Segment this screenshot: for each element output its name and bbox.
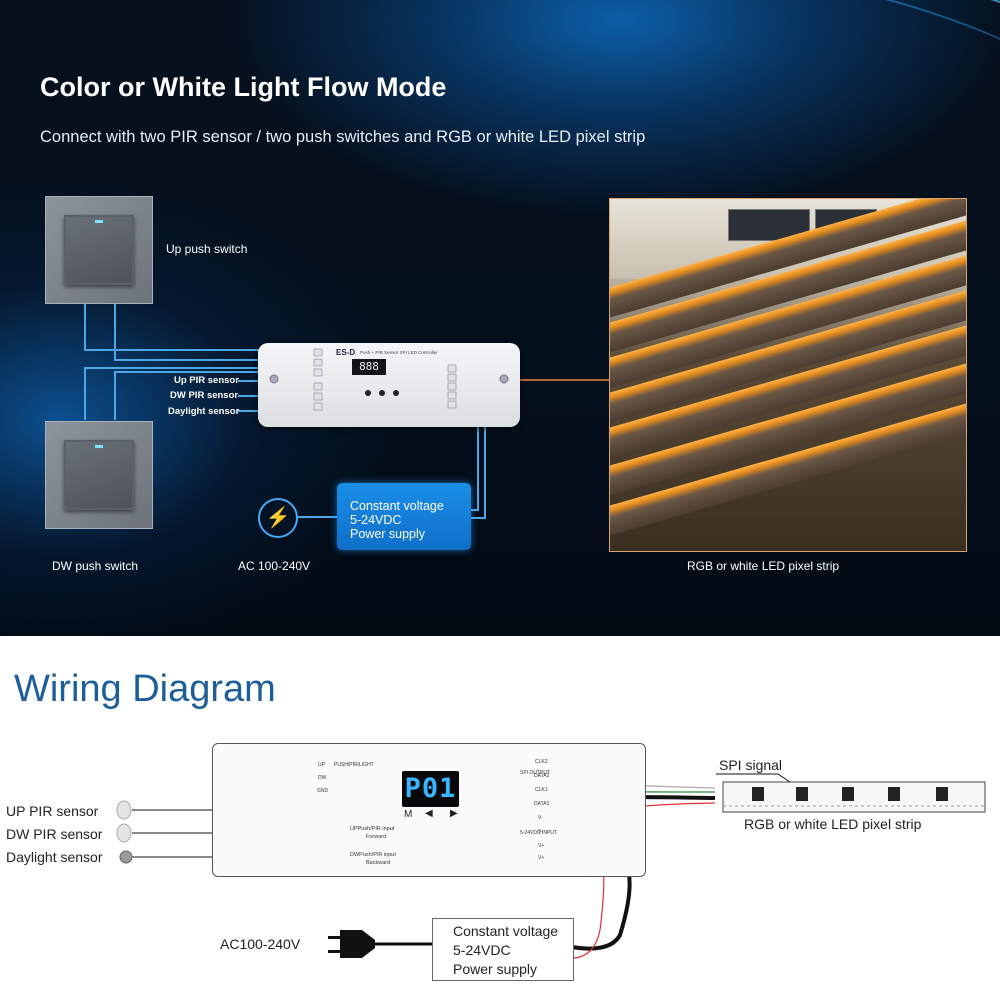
terminal-vneg-1: V- [538,815,543,821]
terminal-clk1: CLK1 [535,787,548,793]
wd-psu-line-2: 5-24VDC [453,942,511,958]
dc-input-label: 5-24VDC INPUT [520,830,557,836]
up-pir-sensor-icon [116,800,132,820]
btn-right-icon: ▶ [450,808,458,819]
button-left-icon [379,390,385,396]
wd-dw-pir-label: DW PIR sensor [6,826,103,842]
controller-details [269,348,509,411]
up-switch-label: Up push switch [166,242,248,256]
wire-up-switch-1 [84,302,262,351]
psu-line-3: Power supply [350,527,426,541]
button-m-icon [365,390,371,396]
psu-line-1: Constant voltage [350,499,444,513]
dw-switch-label: DW push switch [52,559,139,573]
wiring-controller [212,743,646,877]
terminal-vpos-1: V+ [538,843,545,849]
terminal-dw: DW [318,775,327,781]
up-push-pir-input: UPPush/PIR input [350,826,395,832]
banner-section: Color or White Light Flow Mode Connect w… [0,0,1000,636]
up-switch-rocker [64,215,134,285]
dw-push-pir-input: DWPush/PIR input [350,852,396,858]
dw-pir-label: DW PIR sensor [170,390,239,401]
ac-plug-icon [340,930,375,958]
btn-m-label: M [404,809,413,820]
up-push-switch [45,196,153,304]
terminal-vpos-2: V+ [538,855,545,861]
wiring-title: Wiring Diagram [14,668,276,710]
dw-push-switch [45,421,153,529]
wd-psu-box: Constant voltage 5-24VDC Power supply [432,918,574,981]
backward-label: Backward [366,860,391,866]
wd-strip-label: RGB or white LED pixel strip [744,816,922,832]
up-switch-led-icon [95,220,103,223]
wd-up-pir-label: UP PIR sensor [6,803,99,819]
wire-up-switch-2 [114,302,262,361]
terminal-data1: DATA1 [534,801,550,807]
button-right-icon [393,390,399,396]
wd-psu-line-3: Power supply [453,961,538,977]
psu-box: Constant voltage 5-24VDC Power supply [337,483,471,550]
psu-line-2: 5-24VDC [350,513,402,527]
wd-display: P01 [402,771,459,807]
controller-device: ES-D Push + PIR Sensor SPI LED Controlle… [258,343,520,427]
wire-dw-switch-2 [114,371,262,420]
controller-display: 888 [352,359,386,375]
controller-desc: Push + PIR Sensor SPI LED Controller [360,350,438,355]
wd-psu-line-1: Constant voltage [453,923,559,939]
daylight-sensor-icon [119,850,133,864]
dw-switch-led-icon [95,445,103,448]
daylight-label: Daylight sensor [168,406,240,417]
terminal-vneg-2: V- [538,829,543,835]
terminal-clk2: CLK2 [535,759,548,765]
btn-left-icon: ◀ [425,808,433,819]
wd-ac-label: AC100-240V [220,936,301,952]
ac-label: AC 100-240V [238,559,311,573]
spi-output-label: SPI OUTPUT [520,770,551,776]
forward-label: Forward [366,834,387,840]
dw-switch-rocker [64,440,134,510]
wd-daylight-label: Daylight sensor [6,849,103,865]
dw-pir-sensor-icon [116,823,132,843]
terminal-up: UP [318,762,325,768]
terminal-data2: DATA2 [534,773,550,779]
up-pir-label: Up PIR sensor [174,375,239,386]
controller-name: ES-D [336,348,356,357]
stairs-photo [609,198,967,552]
lightning-bolt-icon: ⚡ [258,498,298,538]
spi-signal-label: SPI signal [719,757,783,773]
strip-label: RGB or white LED pixel strip [687,559,840,573]
side-push-pir: PUSH/PIR/LIGHT [334,762,374,768]
banner-subtitle: Connect with two PIR sensor / two push s… [40,128,646,146]
terminal-gnd: GND [317,788,329,794]
banner-title: Color or White Light Flow Mode [40,72,447,102]
wire-dw-switch-1 [84,367,262,420]
